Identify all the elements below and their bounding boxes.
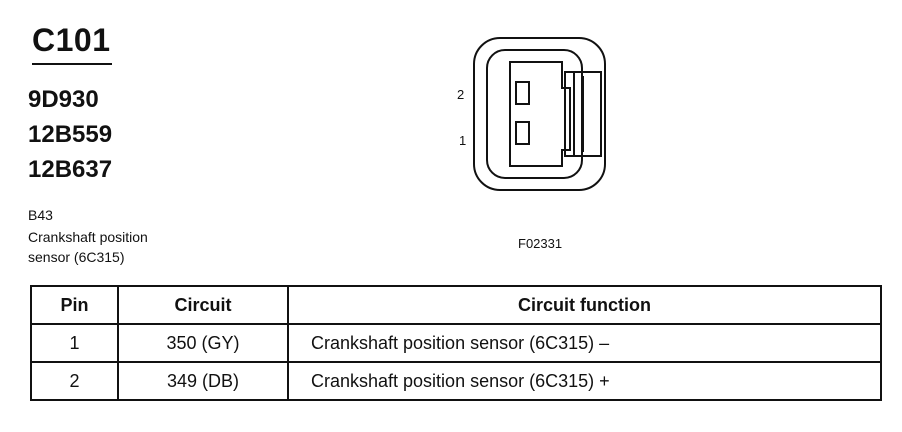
- table-row: 2 349 (DB) Crankshaft position sensor (6…: [30, 361, 882, 401]
- cell-circuit-function: Crankshaft position sensor (6C315) +: [287, 361, 882, 401]
- pin-label-2: 2: [457, 87, 465, 102]
- part-number: 9D930: [28, 86, 99, 113]
- connector-cavity-housing: [509, 61, 571, 167]
- cell-circuit: 349 (DB): [117, 361, 289, 401]
- header-circuit-function: Circuit function: [287, 285, 882, 325]
- table-row: 1 350 (GY) Crankshaft position sensor (6…: [30, 323, 882, 363]
- component-description-line1: Crankshaft position: [28, 229, 148, 245]
- pin-2-terminal: [515, 81, 530, 105]
- pinout-table: Pin Circuit Circuit function 1 350 (GY) …: [30, 285, 882, 401]
- pin-1-terminal: [515, 121, 530, 145]
- connector-inner-shell: [486, 49, 583, 179]
- connector-id: C101: [32, 22, 111, 58]
- connector-underline: [32, 63, 112, 65]
- component-code: B43: [28, 207, 53, 223]
- cell-circuit-function: Crankshaft position sensor (6C315) –: [287, 323, 882, 363]
- connector-outer-shell: [473, 37, 606, 191]
- cell-pin: 2: [30, 361, 119, 401]
- component-description-line2: sensor (6C315): [28, 249, 125, 265]
- part-number: 12B637: [28, 156, 113, 183]
- cell-pin: 1: [30, 323, 119, 363]
- part-number: 12B559: [28, 121, 113, 148]
- header-pin: Pin: [30, 285, 119, 325]
- connector-latch: [564, 71, 602, 157]
- table-header-row: Pin Circuit Circuit function: [30, 285, 882, 325]
- pin-label-1: 1: [459, 133, 467, 148]
- figure-code: F02331: [518, 236, 563, 251]
- cell-circuit: 350 (GY): [117, 323, 289, 363]
- connector-face-diagram: [473, 37, 606, 191]
- header-circuit: Circuit: [117, 285, 289, 325]
